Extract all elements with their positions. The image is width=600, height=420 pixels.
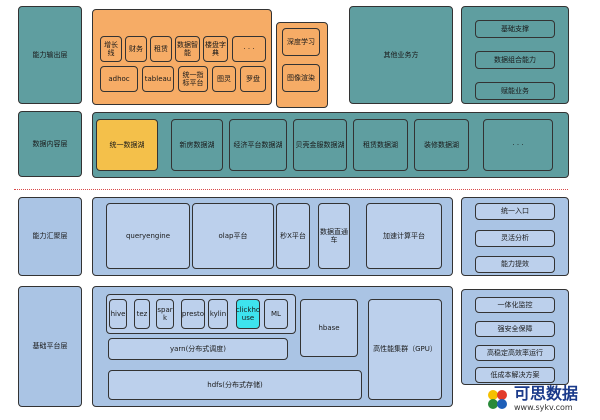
growth-box: 增长 线 xyxy=(100,36,122,62)
other-business-box: 其他业务方 xyxy=(349,6,453,104)
more-lakes-box: · · · xyxy=(483,119,553,171)
accelerated-compute-box: 加速计算平台 xyxy=(366,203,442,269)
finance-service-lake-box: 贝壳金服数据湖 xyxy=(293,119,347,171)
decoration-lake-box: 装修数据湖 xyxy=(414,119,469,171)
queryengine-box: queryengine xyxy=(106,203,190,269)
low-cost-box: 低成本解决方案 xyxy=(475,367,555,383)
olap-platform-box: olap平台 xyxy=(192,203,274,269)
clickhouse-box: clickho use xyxy=(236,299,260,329)
data-intel-box: 数据智 能 xyxy=(175,36,200,62)
data-combination-box: 数据组合能力 xyxy=(475,51,555,69)
tuling-box: 图灵 xyxy=(212,66,236,92)
layer-label-capability-output: 能力输出层 xyxy=(18,6,82,104)
luopan-box: 罗盘 xyxy=(240,66,266,92)
image-render-box: 图像渲染 xyxy=(282,64,320,92)
section-separator xyxy=(14,189,568,190)
yarn-box: yarn(分布式调度) xyxy=(108,338,288,360)
ml-box: ML xyxy=(264,299,288,329)
layer-label-data-content: 数据内容层 xyxy=(18,111,82,177)
spark-box: spar k xyxy=(156,299,174,329)
watermark-logo: 可思数据 www.sykv.com xyxy=(484,380,598,418)
building-dict-box: 楼盘字 典 xyxy=(203,36,228,62)
watermark-url: www.sykv.com xyxy=(514,403,573,412)
new-house-lake-box: 新房数据湖 xyxy=(171,119,223,171)
layer-label-base-platform: 基础平台层 xyxy=(18,286,82,407)
layer-label-capability-aggregation: 能力汇聚层 xyxy=(18,197,82,276)
more-apps-box: · · · xyxy=(232,36,266,62)
rental-lake-box: 租赁数据湖 xyxy=(353,119,408,171)
finance-box: 财务 xyxy=(125,36,147,62)
watermark-name: 可思数据 xyxy=(514,384,579,403)
empower-business-box: 赋能业务 xyxy=(475,82,555,100)
strong-security-box: 强安全保障 xyxy=(475,321,555,337)
hdfs-box: hdfs(分布式存储) xyxy=(108,370,362,400)
kylin-box: kylin xyxy=(208,299,228,329)
unified-data-lake-box: 统一数据湖 xyxy=(96,119,158,171)
capability-boost-box: 能力提效 xyxy=(475,256,555,273)
data-direct-box: 数据直通 车 xyxy=(318,203,350,269)
flexible-analysis-box: 灵活分析 xyxy=(475,230,555,247)
high-stability-box: 高稳定高效率运行 xyxy=(475,345,555,361)
rental-box: 租赁 xyxy=(150,36,172,62)
logo-icon xyxy=(488,390,507,409)
hbase-box: hbase xyxy=(300,299,358,357)
adhoc-box: adhoc xyxy=(100,66,138,92)
unified-metrics-box: 统一指 标平台 xyxy=(178,66,208,92)
tez-box: tez xyxy=(134,299,150,329)
high-perf-cluster-box: 高性能集群（GPU） xyxy=(368,299,442,400)
presto-box: presto xyxy=(181,299,205,329)
deep-learning-box: 深度学习 xyxy=(282,28,320,56)
tableau-box: tableau xyxy=(142,66,174,92)
hive-box: hive xyxy=(109,299,127,329)
second-x-platform-box: 秒X平台 xyxy=(276,203,310,269)
broker-platform-lake-box: 经济平台数据湖 xyxy=(229,119,287,171)
unified-entry-box: 统一入口 xyxy=(475,203,555,220)
basic-support-box: 基础支撑 xyxy=(475,20,555,38)
integrated-monitoring-box: 一体化监控 xyxy=(475,297,555,313)
